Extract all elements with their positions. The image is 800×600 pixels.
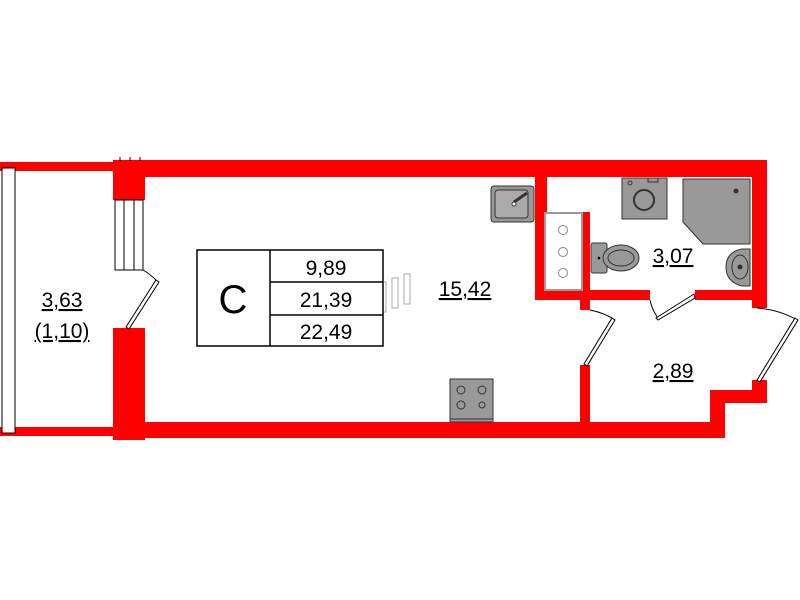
total-area-value: 22,49 [300, 321, 353, 344]
wardrobe [544, 212, 583, 291]
area-without-balcony-value: 21,39 [300, 289, 353, 312]
left-wall-top [113, 160, 145, 200]
hall-partition [580, 365, 590, 438]
balcony-door [125, 279, 160, 330]
entrance-door [756, 317, 799, 383]
top-wall [113, 160, 767, 177]
kitchen-sink-icon [490, 185, 535, 223]
radiator-icon [379, 273, 411, 313]
balcony-reduced-area-label: (1,10) [35, 320, 90, 343]
left-wall-bottom [113, 328, 145, 440]
wash-basin-icon [725, 248, 751, 287]
balcony-door-arc [142, 269, 158, 282]
entrance-door-arc [756, 307, 798, 321]
wall-step-down [710, 390, 725, 438]
hall-door [583, 317, 616, 367]
balcony-top-rail [0, 162, 115, 171]
washing-machine-icon [621, 177, 668, 220]
right-wall [752, 160, 767, 308]
balcony-window [114, 157, 144, 271]
bathroom-bottom-wall-b [695, 290, 755, 300]
walls [0, 160, 767, 440]
bathroom-door [655, 293, 696, 321]
apartment-type-label: С [219, 278, 248, 322]
living-area-value: 9,89 [306, 257, 347, 280]
balcony-edge [1, 167, 16, 434]
bottom-wall [113, 422, 725, 438]
balcony-area-label: 3,63 [42, 289, 83, 312]
balcony-bottom-rail [0, 427, 115, 436]
stove-icon [449, 378, 494, 423]
shower-icon [682, 178, 751, 245]
area-table: С 9,89 21,39 22,49 [196, 249, 384, 347]
doors [125, 269, 799, 383]
bathroom-area-label: 3,07 [653, 245, 694, 268]
toilet-icon [590, 242, 640, 274]
hallway-area-label: 2,89 [653, 360, 694, 383]
main-room-area-label: 15,42 [439, 278, 492, 301]
closet-wall [580, 212, 590, 310]
bathroom-bottom-wall-a [535, 290, 650, 300]
